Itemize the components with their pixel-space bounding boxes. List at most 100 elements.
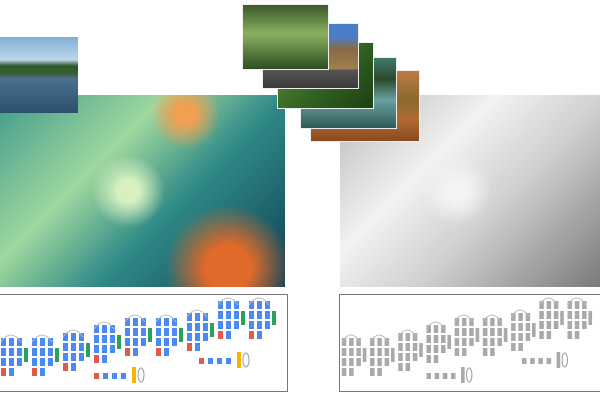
conv-block xyxy=(405,333,411,341)
network-diagram-color xyxy=(0,294,288,392)
conv-block xyxy=(497,338,502,346)
aux-block xyxy=(434,373,440,379)
conv-block xyxy=(490,338,495,346)
conv-block xyxy=(172,338,177,346)
conv-block xyxy=(125,338,130,346)
network-graph-color xyxy=(0,297,276,383)
conv-block xyxy=(110,345,115,353)
conv-block xyxy=(249,311,254,319)
conv-block xyxy=(17,348,22,356)
concat-block xyxy=(503,328,508,342)
conv-block xyxy=(377,368,382,376)
conv-block xyxy=(370,338,375,346)
conv-block xyxy=(257,331,262,339)
aux-block xyxy=(426,373,431,379)
edge xyxy=(62,329,84,338)
conv-block xyxy=(441,345,446,353)
conv-block xyxy=(9,338,14,346)
conv-block xyxy=(511,313,516,321)
concat-block xyxy=(419,343,423,357)
conv-block xyxy=(412,333,418,341)
edge xyxy=(426,321,446,330)
conv-block xyxy=(257,311,262,319)
conv-block xyxy=(384,358,390,366)
conv-block xyxy=(79,333,84,341)
concat-block xyxy=(390,348,395,362)
conv-block xyxy=(48,338,53,346)
conv-block xyxy=(79,353,84,361)
conv-block xyxy=(546,311,552,319)
aux-block xyxy=(199,358,204,364)
conv-block xyxy=(71,363,76,371)
conv-block xyxy=(384,348,390,356)
concat-block xyxy=(560,311,564,325)
conv-block xyxy=(461,328,467,336)
conv-block xyxy=(156,318,161,326)
conv-block xyxy=(539,311,544,319)
conv-block xyxy=(454,318,460,326)
conv-block xyxy=(40,348,45,356)
conv-block xyxy=(349,358,354,366)
aux-block xyxy=(217,358,222,364)
conv-block xyxy=(203,323,208,331)
conv-block xyxy=(574,301,580,309)
conv-block xyxy=(203,313,208,321)
conv-block xyxy=(574,331,580,339)
conv-block xyxy=(40,338,45,346)
conv-block xyxy=(553,311,559,319)
conv-block xyxy=(63,343,68,351)
pool-block xyxy=(63,363,68,371)
conv-block xyxy=(156,338,161,346)
conv-block xyxy=(511,333,516,341)
conv-block xyxy=(226,321,231,329)
conv-block xyxy=(482,338,488,346)
edge xyxy=(248,297,270,306)
concat-block xyxy=(117,335,121,349)
concat-block xyxy=(148,328,152,342)
conv-block xyxy=(384,338,390,346)
conv-block xyxy=(32,358,37,366)
concat-block xyxy=(179,328,183,342)
conv-block xyxy=(412,343,418,351)
concat-block xyxy=(210,323,214,337)
conv-block xyxy=(257,321,262,329)
pool-block xyxy=(482,348,488,356)
conv-block xyxy=(490,318,495,326)
conv-block xyxy=(133,318,138,326)
conv-block xyxy=(546,321,552,329)
conv-block xyxy=(377,338,382,346)
conv-block xyxy=(553,301,559,309)
conv-block xyxy=(370,348,375,356)
conv-block xyxy=(356,358,361,366)
forest-photo xyxy=(242,4,329,70)
conv-block xyxy=(156,328,161,336)
conv-block xyxy=(218,321,223,329)
conv-block xyxy=(546,301,552,309)
conv-block xyxy=(539,321,544,329)
pool-block xyxy=(94,355,99,363)
output-node xyxy=(242,352,250,368)
conv-block xyxy=(195,343,200,351)
conv-block xyxy=(187,333,192,341)
pool-block xyxy=(511,343,516,351)
conv-block xyxy=(441,325,446,333)
aux-block xyxy=(226,358,231,364)
conv-block xyxy=(497,328,502,336)
conv-block xyxy=(518,313,523,321)
conv-block xyxy=(94,335,99,343)
edge xyxy=(482,314,502,323)
conv-block xyxy=(454,328,460,336)
conv-block xyxy=(234,301,239,309)
conv-block xyxy=(226,311,231,319)
conv-block xyxy=(257,301,262,309)
conv-block xyxy=(433,345,439,353)
conv-block xyxy=(133,338,138,346)
conv-block xyxy=(94,345,99,353)
conv-block xyxy=(249,321,254,329)
edge xyxy=(397,329,417,338)
conv-block xyxy=(9,348,14,356)
pool-block xyxy=(156,348,161,356)
conv-block xyxy=(426,345,431,353)
conv-block xyxy=(125,318,130,326)
pool-block xyxy=(218,331,223,339)
